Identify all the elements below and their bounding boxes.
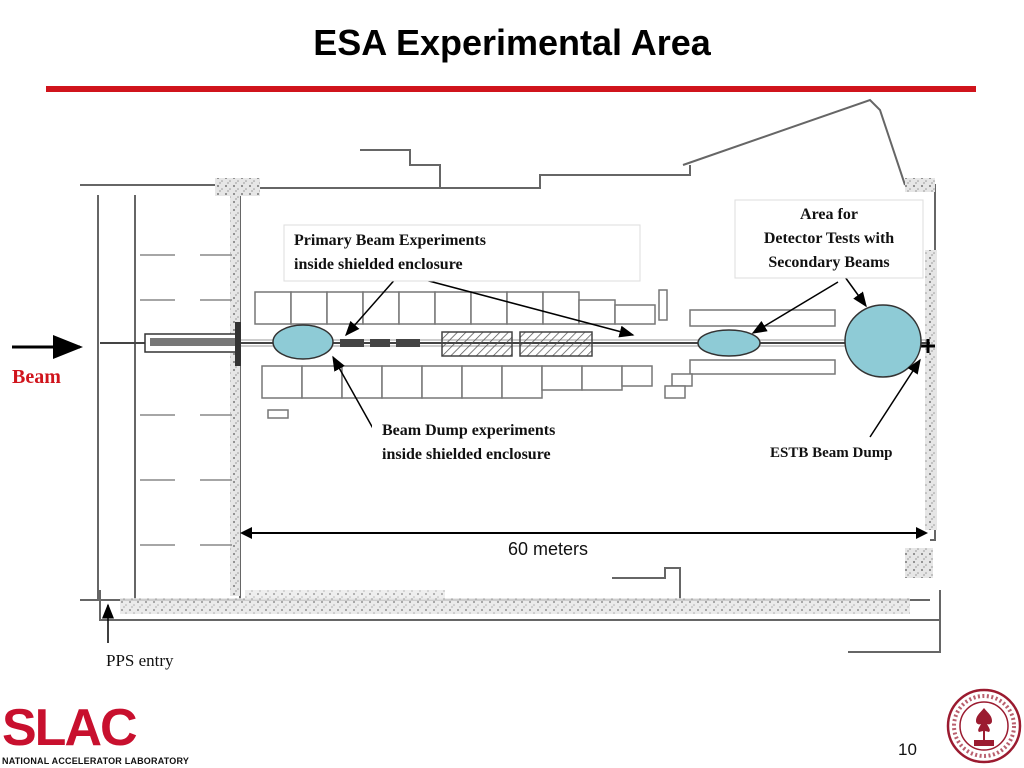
distance-dimension-line bbox=[240, 527, 928, 539]
dump-label-box bbox=[372, 417, 614, 467]
estb-beam-dump-label: ESTB Beam Dump bbox=[770, 445, 893, 461]
beam-label: Beam bbox=[12, 366, 61, 388]
page-number: 10 bbox=[898, 740, 917, 759]
primary-label-line2: inside shielded enclosure bbox=[294, 256, 463, 273]
stanford-seal-icon bbox=[946, 688, 1022, 764]
shielding-lower-row bbox=[261, 359, 836, 419]
area-label-line2: Detector Tests with bbox=[763, 230, 895, 247]
beamline bbox=[100, 289, 935, 366]
wall-texture bbox=[120, 178, 937, 614]
shielding-upper-row bbox=[254, 291, 836, 327]
callout-arrows bbox=[102, 275, 921, 643]
primary-label-box bbox=[283, 224, 641, 282]
secondary-beam-test-region bbox=[697, 329, 761, 357]
dump-label-line2: inside shielded enclosure bbox=[382, 446, 551, 463]
slide-title: ESA Experimental Area bbox=[313, 22, 711, 63]
side-rooms bbox=[140, 254, 232, 546]
area-label-box bbox=[734, 199, 924, 279]
slac-logo-word: SLAC bbox=[2, 699, 138, 757]
beam-dump-region bbox=[272, 324, 334, 360]
title-divider bbox=[46, 86, 976, 92]
estb-beam-dump-region bbox=[844, 304, 922, 378]
slac-logo-subtitle: NATIONAL ACCELERATOR LABORATORY bbox=[2, 756, 190, 766]
distance-label: 60 meters bbox=[508, 539, 589, 559]
slac-logo: SLAC NATIONAL ACCELERATOR LABORATORY bbox=[2, 702, 189, 766]
primary-label-line1: Primary Beam Experiments bbox=[294, 232, 486, 249]
pps-entry-label: PPS entry bbox=[106, 651, 174, 670]
area-label-line3: Secondary Beams bbox=[768, 254, 890, 271]
dump-label-line1: Beam Dump experiments bbox=[382, 422, 556, 439]
highlight-regions bbox=[272, 304, 922, 378]
area-label-line1: Area for bbox=[800, 206, 858, 223]
